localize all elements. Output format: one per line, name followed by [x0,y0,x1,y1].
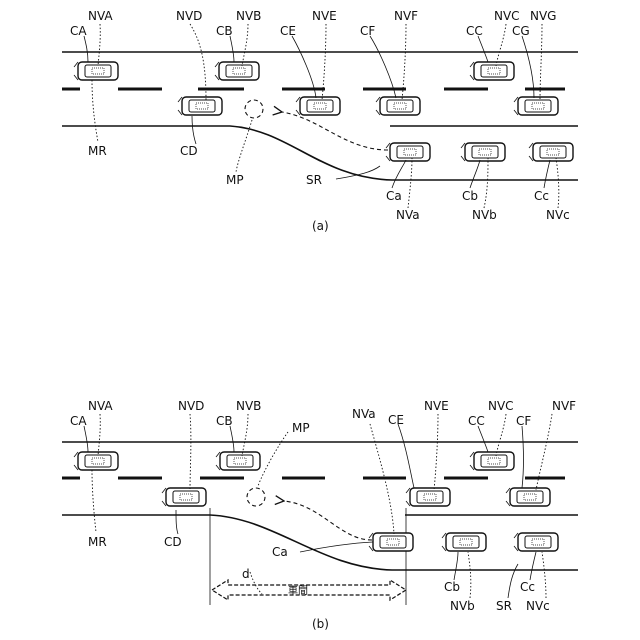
label-CC-b: CC [468,414,485,428]
label-SR-b: SR [496,599,512,613]
label-MR-b: MR [88,535,107,549]
label-MR-a: MR [88,144,107,158]
label-Cc-a: Cc [534,189,549,203]
label-CF-a: CF [360,24,375,38]
car-CA-b [74,452,118,470]
label-CE-a: CE [280,24,296,38]
car-Cc [529,143,573,161]
merge-point-marker [245,100,263,118]
label-NVD-a: NVD [176,9,202,23]
car-CA [74,62,118,80]
car-Cb [461,143,505,161]
label-NVG-a: NVG [530,9,556,23]
label-NVA-b: NVA [88,399,113,413]
label-Cc-b: Cc [520,580,535,594]
car-CF-b [506,488,550,506]
car-CD-b [162,488,206,506]
label-NVB-a: NVB [236,9,261,23]
label-NVF-a: NVF [394,9,418,23]
merge-point-marker-b [247,488,265,506]
label-CD-b: CD [164,535,182,549]
label-CE-b: CE [388,413,404,427]
label-Ca-b: Ca [272,545,288,559]
car-CC-b [470,452,514,470]
car-Ca-b [369,533,413,551]
label-Cb-a: Cb [462,189,478,203]
label-CF-b: CF [516,414,531,428]
label-Ca-a: Ca [386,189,402,203]
label-SR-a: SR [306,173,322,187]
label-NVa-b: NVa [352,407,376,421]
label-NVE-b: NVE [424,399,449,413]
label-NVC-a: NVC [494,9,520,23]
car-CD [178,97,222,115]
label-NVc-b: NVc [526,599,550,613]
label-CG-a: CG [512,24,530,38]
car-Cb-b [442,533,486,551]
car-CG [514,97,558,115]
label-CC-a: CC [466,24,483,38]
label-CA-b: CA [70,414,87,428]
label-Cb-b: Cb [444,580,460,594]
merge-road-lower-edge-b [62,515,578,570]
label-d-b: d [242,567,250,581]
car-CE-b [406,488,450,506]
label-NVc-a: NVc [546,208,570,222]
label-CD-a: CD [180,144,198,158]
caption-a: (a) [312,219,329,233]
label-NVA-a: NVA [88,9,113,23]
caption-b: (b) [312,617,329,631]
gap-distance-arrow [212,580,406,600]
car-CB-b [216,452,260,470]
panel-b: 車間 NVA CA NV [62,399,578,631]
label-NVb-a: NVb [472,208,497,222]
car-Ca [386,143,430,161]
label-CB-a: CB [216,24,233,38]
merge-path-arrow-b [284,501,372,540]
label-NVb-b: NVb [450,599,475,613]
label-CA-a: CA [70,24,87,38]
label-NVE-a: NVE [312,9,337,23]
merge-path-arrow [282,112,388,150]
panel-a: NVA CA NVD NVB CB NVE CE NVF CF NVC CC N… [62,9,578,233]
label-MP-b: MP [292,421,310,435]
car-CB [215,62,259,80]
label-NVa-a: NVa [396,208,420,222]
car-CF [376,97,420,115]
label-CB-b: CB [216,414,233,428]
label-NVB-b: NVB [236,399,261,413]
label-NVC-b: NVC [488,399,514,413]
label-MP-a: MP [226,173,244,187]
label-NVF-b: NVF [552,399,576,413]
label-NVD-b: NVD [178,399,204,413]
label-gap-zone: 車間 [288,584,308,597]
car-CE [296,97,340,115]
car-Cc-b [514,533,558,551]
car-CC [470,62,514,80]
